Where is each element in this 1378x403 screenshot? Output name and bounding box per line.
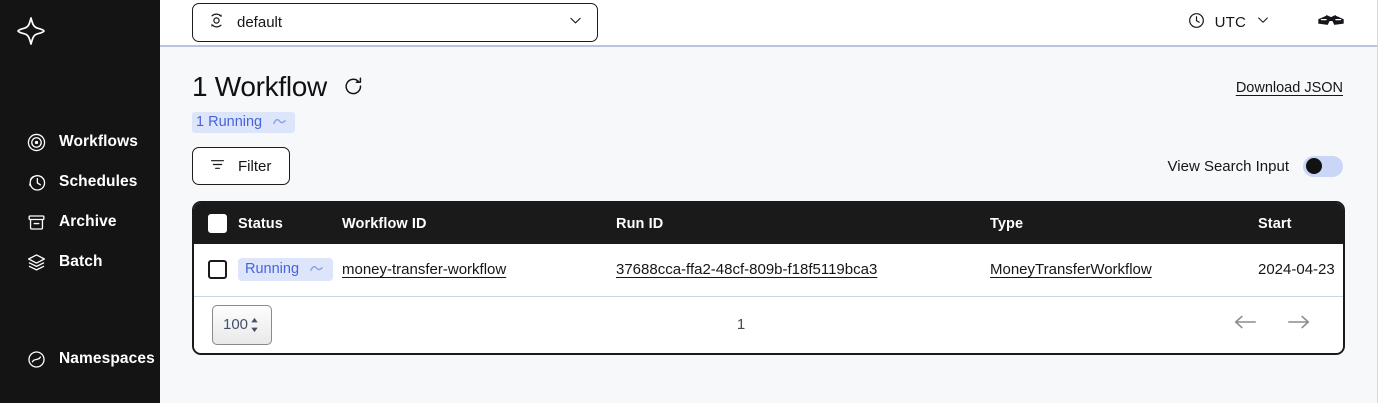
namespace-icon bbox=[207, 11, 226, 35]
view-search-input-label: View Search Input bbox=[1167, 157, 1289, 175]
sidebar-item-label: Namespaces bbox=[59, 350, 155, 367]
arrow-left-icon bbox=[1233, 312, 1257, 337]
page-size-select[interactable]: 100 bbox=[212, 304, 272, 345]
download-json-link[interactable]: Download JSON bbox=[1235, 80, 1343, 96]
column-header-run-id[interactable]: Run ID bbox=[616, 215, 664, 232]
filter-button-label: Filter bbox=[238, 157, 272, 175]
previous-page-button[interactable] bbox=[1233, 312, 1257, 337]
chevron-down-icon bbox=[567, 12, 584, 34]
sidebar-item-schedules[interactable]: Schedules bbox=[0, 162, 160, 202]
main-column: default UTC bbox=[160, 0, 1378, 403]
timezone-selector[interactable]: UTC bbox=[1187, 11, 1271, 35]
table-footer: 100 1 bbox=[194, 296, 1343, 353]
row-select-cell bbox=[194, 244, 238, 297]
refresh-button[interactable] bbox=[343, 76, 364, 102]
view-search-input-control: View Search Input bbox=[1167, 155, 1343, 177]
timezone-value: UTC bbox=[1214, 14, 1246, 31]
column-header-start[interactable]: Start bbox=[1258, 215, 1292, 232]
sidebar-item-label: Workflows bbox=[59, 133, 138, 150]
page-header-row: 1 Workflow Download JSON bbox=[192, 47, 1343, 102]
cell-run-id: 37688cca-ffa2-48cf-809b-f18f5119bca3 bbox=[616, 244, 990, 297]
run-id-link[interactable]: 37688cca-ffa2-48cf-809b-f18f5119bca3 bbox=[616, 261, 878, 279]
view-search-input-toggle[interactable] bbox=[1303, 155, 1343, 177]
status-badge[interactable]: Running bbox=[238, 258, 334, 282]
sidebar-spacer bbox=[0, 282, 160, 339]
arrow-right-icon bbox=[1287, 312, 1311, 337]
toolbar-row: Filter View Search Input bbox=[192, 147, 1343, 185]
topbar-right: UTC bbox=[1187, 11, 1355, 35]
cell-start: 2024-04-23 bbox=[1258, 244, 1343, 297]
running-squiggle-icon bbox=[310, 264, 323, 274]
workflows-icon bbox=[26, 132, 47, 153]
sidebar-nav-main: Workflows Schedules bbox=[0, 122, 160, 379]
temporal-logo-icon bbox=[14, 14, 48, 53]
sidebar-item-namespaces[interactable]: Namespaces bbox=[0, 339, 160, 379]
pagination-controls bbox=[1233, 312, 1327, 337]
column-header-type[interactable]: Type bbox=[990, 215, 1024, 232]
table-body: Running money-transfer-workflow bbox=[194, 244, 1343, 297]
page-title: 1 Workflow bbox=[192, 71, 327, 102]
refresh-icon bbox=[343, 76, 364, 102]
running-squiggle-icon bbox=[273, 117, 286, 127]
namespace-value: default bbox=[237, 14, 283, 31]
cell-workflow-id: money-transfer-workflow bbox=[342, 244, 616, 297]
namespaces-icon bbox=[26, 349, 47, 370]
status-summary-row: 1 Running bbox=[192, 112, 1343, 133]
table-head: Status Workflow ID Run ID Type Start bbox=[194, 203, 1343, 244]
workflows-table: Status Workflow ID Run ID Type Start bbox=[194, 203, 1343, 297]
toggle-knob bbox=[1305, 158, 1322, 174]
row-checkbox[interactable] bbox=[208, 260, 227, 280]
sidebar-item-label: Archive bbox=[59, 213, 117, 230]
logo-wrap[interactable] bbox=[0, 0, 160, 66]
table-header-row: Status Workflow ID Run ID Type Start bbox=[194, 203, 1343, 244]
column-header-workflow-id[interactable]: Workflow ID bbox=[342, 215, 427, 232]
page-count: 1 bbox=[736, 316, 746, 333]
workflow-type-link[interactable]: MoneyTransferWorkflow bbox=[990, 261, 1152, 279]
status-badge-label: Running bbox=[245, 261, 300, 278]
chevron-down-icon bbox=[1255, 12, 1271, 33]
workflows-table-card: Status Workflow ID Run ID Type Start bbox=[192, 201, 1345, 355]
sidebar-item-workflows[interactable]: Workflows bbox=[0, 122, 160, 162]
select-all-cell bbox=[194, 203, 238, 244]
clock-icon bbox=[1187, 11, 1206, 35]
workflow-id-link[interactable]: money-transfer-workflow bbox=[342, 261, 507, 279]
select-all-checkbox[interactable] bbox=[208, 214, 227, 233]
sidebar-item-label: Schedules bbox=[59, 173, 138, 190]
next-page-button[interactable] bbox=[1287, 312, 1311, 337]
sidebar: Workflows Schedules bbox=[0, 0, 160, 403]
content-area: 1 Workflow Download JSON 1 Running bbox=[160, 47, 1377, 403]
batch-icon bbox=[26, 252, 47, 273]
cell-type: MoneyTransferWorkflow bbox=[990, 244, 1258, 297]
sidebar-item-label: Batch bbox=[59, 253, 103, 270]
data-encoder-button[interactable] bbox=[1317, 11, 1355, 35]
top-bar: default UTC bbox=[160, 0, 1377, 47]
column-header-status[interactable]: Status bbox=[238, 215, 283, 232]
sidebar-item-archive[interactable]: Archive bbox=[0, 202, 160, 242]
filter-button[interactable]: Filter bbox=[192, 147, 291, 185]
status-summary-label: 1 Running bbox=[196, 114, 263, 130]
namespace-selector[interactable]: default bbox=[192, 3, 598, 42]
cell-status: Running bbox=[238, 244, 342, 297]
archive-icon bbox=[26, 212, 47, 233]
schedules-icon bbox=[26, 172, 47, 193]
sidebar-item-batch[interactable]: Batch bbox=[0, 242, 160, 282]
status-filter-running[interactable]: 1 Running bbox=[192, 112, 296, 133]
table-row[interactable]: Running money-transfer-workflow bbox=[194, 244, 1343, 297]
filter-icon bbox=[209, 156, 226, 177]
glasses-icon bbox=[1317, 11, 1345, 35]
